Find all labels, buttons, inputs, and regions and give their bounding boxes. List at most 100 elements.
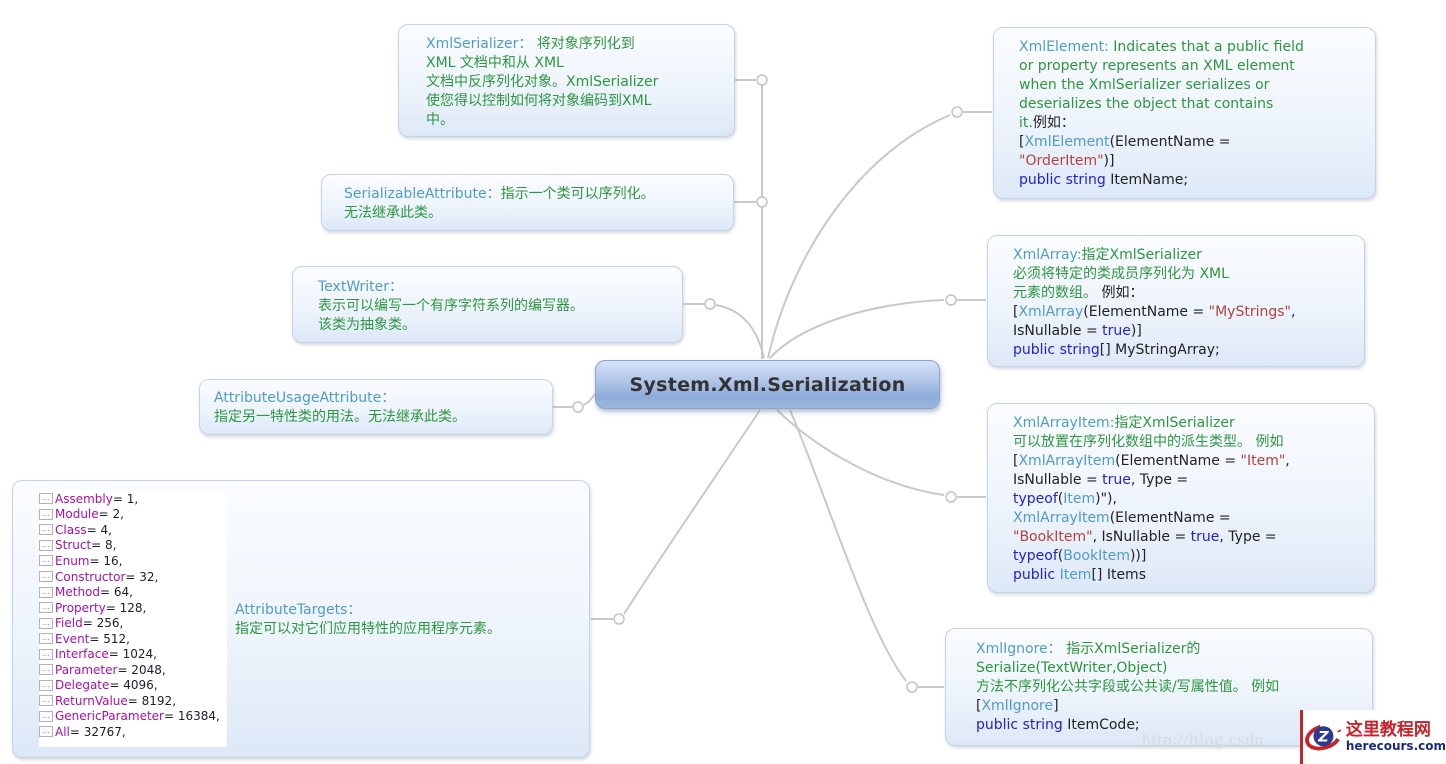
- branch-handle-xmlelement[interactable]: [951, 106, 963, 118]
- enum-item-name: GenericParameter: [55, 709, 164, 724]
- text-segment: [] MyStringArray;: [1099, 342, 1220, 358]
- enum-item-value: = 128,: [105, 600, 147, 615]
- text-segment: XmlArray: [1018, 304, 1084, 320]
- text-segment: 指定XmlSerializer: [1081, 247, 1202, 263]
- text-line: [XmlArrayItem(ElementName = "Item",: [1013, 452, 1290, 471]
- node-attributeusageattribute-text: AttributeUsageAttribute：指定另一特性类的用法。无法继承此…: [214, 389, 466, 427]
- text-segment: XmlArrayItem: [1013, 510, 1110, 526]
- text-segment: XmlSerializer：: [426, 36, 533, 52]
- text-segment: , Type =: [1219, 529, 1277, 545]
- enum-item-name: Interface: [55, 647, 109, 662]
- branch-handle-xmlserializer[interactable]: [756, 74, 768, 86]
- text-line: TextWriter：: [318, 278, 584, 297]
- branch-curve-textwriter: [715, 304, 765, 359]
- branch-handle-xmlarray[interactable]: [945, 294, 957, 306]
- text-segment: XmlArray:: [1013, 247, 1082, 263]
- collapsed-node-icon[interactable]: …: [39, 679, 53, 691]
- collapsed-node-icon[interactable]: …: [39, 555, 53, 567]
- text-segment: 文档中反序列化对象。XmlSerializer: [426, 74, 659, 90]
- text-segment: ItemCode;: [1062, 717, 1140, 733]
- node-xmlelement[interactable]: XmlElement: Indicates that a public fiel…: [993, 27, 1376, 199]
- text-segment: , Type =: [1130, 472, 1189, 488]
- node-attributetargets[interactable]: …Assembly = 1,…Module = 2,…Class = 4,…St…: [12, 480, 590, 758]
- node-attributetargets-text: AttributeTargets：指定可以对它们应用特性的应用程序元素。: [235, 601, 501, 639]
- enum-item-value: = 32767,: [69, 724, 126, 739]
- text-segment: )"),: [1095, 491, 1117, 507]
- text-line: public string ItemCode;: [976, 716, 1279, 735]
- collapsed-node-icon[interactable]: …: [39, 493, 53, 505]
- text-segment: Item: [1063, 491, 1096, 507]
- branch-curve-xmlarray: [769, 299, 945, 359]
- collapsed-node-icon[interactable]: …: [39, 710, 53, 722]
- node-attributeusageattribute[interactable]: AttributeUsageAttribute：指定另一特性类的用法。无法继承此…: [199, 379, 553, 435]
- collapsed-node-icon[interactable]: …: [39, 586, 53, 598]
- text-segment: XmlElement:: [1019, 39, 1109, 55]
- enum-item-name: ReturnValue: [55, 693, 128, 708]
- enum-list-item: …Delegate = 4096,: [39, 678, 227, 694]
- enum-item-name: Assembly: [55, 491, 113, 506]
- enum-item-value: = 256,: [82, 616, 124, 631]
- text-segment: [: [976, 698, 982, 714]
- text-line: 该类为抽象类。: [318, 316, 584, 335]
- text-segment: public string: [1019, 172, 1106, 188]
- collapsed-node-icon[interactable]: …: [39, 695, 53, 707]
- text-segment: "Item": [1240, 453, 1286, 469]
- central-node-system-xml-serialization[interactable]: System.Xml.Serialization: [595, 360, 940, 409]
- node-textwriter-text: TextWriter：表示可以编写一个有序字符系列的编写器。该类为抽象类。: [318, 278, 584, 335]
- node-textwriter[interactable]: TextWriter：表示可以编写一个有序字符系列的编写器。该类为抽象类。: [292, 266, 683, 343]
- text-segment: 中。: [426, 112, 454, 128]
- enum-item-value: = 64,: [100, 585, 133, 600]
- branch-handle-attributeusage[interactable]: [572, 401, 584, 413]
- collapsed-node-icon[interactable]: …: [39, 726, 53, 738]
- collapsed-node-icon[interactable]: …: [39, 508, 53, 520]
- branch-handle-xmlarrayitem[interactable]: [945, 491, 957, 503]
- enum-item-name: Property: [55, 600, 106, 615]
- enum-item-value: = 1,: [112, 491, 139, 506]
- text-segment: when the XmlSerializer serializes or: [1019, 77, 1270, 93]
- text-segment: 可以放置在序列化数组中的派生类型。 例如: [1013, 434, 1284, 450]
- collapsed-node-icon[interactable]: …: [39, 633, 53, 645]
- collapsed-node-icon[interactable]: …: [39, 539, 53, 551]
- site-logo[interactable]: Z 这里教程网 herecours.com: [1300, 710, 1446, 764]
- collapsed-node-icon[interactable]: …: [39, 648, 53, 660]
- branch-handle-attributetargets[interactable]: [613, 613, 625, 625]
- text-segment: typeof: [1013, 491, 1058, 507]
- branch-curve-xmlelement: [767, 114, 951, 359]
- collapsed-node-icon[interactable]: …: [39, 617, 53, 629]
- text-line: "OrderItem")]: [1019, 152, 1304, 171]
- collapsed-node-icon[interactable]: …: [39, 664, 53, 676]
- text-segment: XmlArrayItem:: [1013, 415, 1115, 431]
- branch-handle-textwriter[interactable]: [704, 298, 716, 310]
- node-serializableattribute[interactable]: SerializableAttribute：指示一个类可以序列化。无法继承此类。: [321, 174, 734, 231]
- text-line: public string[] MyStringArray;: [1013, 341, 1295, 360]
- site-logo-text: 这里教程网 herecours.com: [1345, 721, 1446, 753]
- blog-watermark: http://blog.csdn: [1142, 730, 1265, 749]
- text-segment: public string: [976, 717, 1063, 733]
- branch-handle-xmlignore[interactable]: [906, 681, 918, 693]
- text-line: public Item[] Items: [1013, 566, 1290, 585]
- branch-handle-serializableattribute[interactable]: [756, 196, 768, 208]
- enum-item-name: Delegate: [55, 678, 110, 693]
- collapsed-node-icon[interactable]: …: [39, 524, 53, 536]
- text-segment: 指示一个类可以序列化。: [500, 186, 655, 202]
- collapsed-node-icon[interactable]: …: [39, 602, 53, 614]
- enum-item-name: Event: [55, 631, 90, 646]
- site-logo-domain: herecours.com: [1345, 738, 1446, 753]
- text-segment: AttributeTargets：: [235, 602, 362, 618]
- central-node-label: System.Xml.Serialization: [629, 373, 906, 396]
- text-segment: [: [1019, 134, 1025, 150]
- text-line: 无法继承此类。: [344, 204, 655, 223]
- enum-item-value: = 512,: [89, 631, 130, 646]
- text-segment: "OrderItem": [1019, 153, 1104, 169]
- text-segment: Serialize(TextWriter,Object): [976, 660, 1168, 676]
- collapsed-node-icon[interactable]: …: [39, 571, 53, 582]
- node-xmlelement-text: XmlElement: Indicates that a public fiel…: [1019, 38, 1304, 190]
- text-segment: )]: [1103, 153, 1115, 169]
- text-segment: BookItem: [1063, 548, 1130, 564]
- text-line: Serialize(TextWriter,Object): [976, 659, 1279, 678]
